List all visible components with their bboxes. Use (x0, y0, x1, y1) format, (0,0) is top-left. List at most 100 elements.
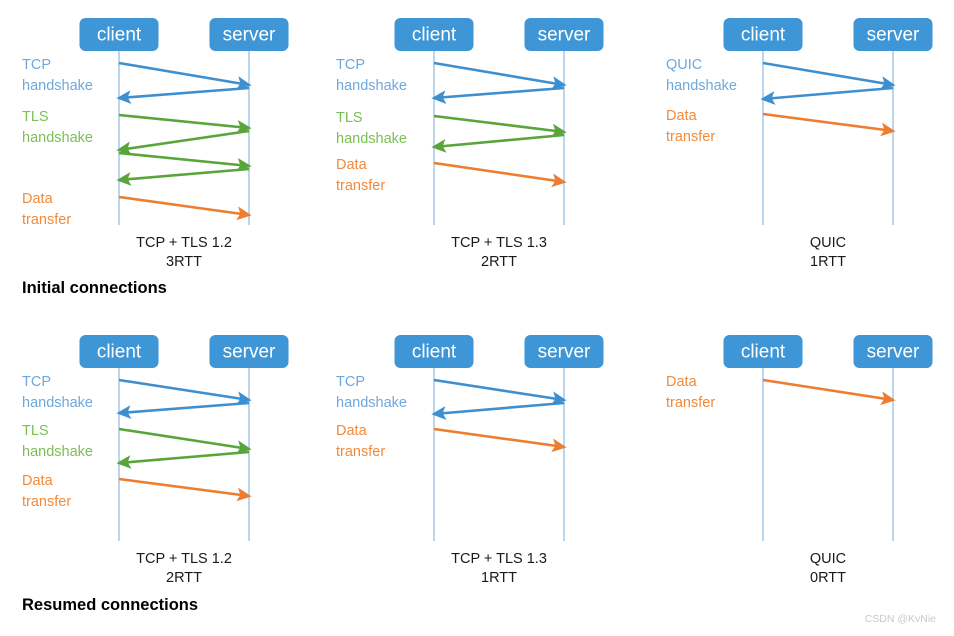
server-node-box: server (209, 335, 289, 368)
label-tcp-line2: handshake (336, 78, 407, 94)
server-node-label: server (867, 342, 920, 363)
label-tcp-group: TCP handshake (22, 374, 93, 411)
arrow-tcp-server-to-client (431, 401, 565, 420)
client-node-box: client (394, 335, 474, 368)
client-node-box: client (79, 335, 159, 368)
label-data-line2: transfer (22, 494, 71, 510)
group-labels-group: TCPhandshakeTLShandshakeDatatransferTCPh… (22, 57, 737, 510)
caption-protocol: TCP + TLS 1.3 (451, 235, 547, 251)
label-data-line1: Data (336, 423, 368, 439)
arrow-tcp-server-to-client (431, 86, 565, 104)
client-node-rect (79, 335, 159, 368)
caption-rtt: 3RTT (166, 254, 202, 270)
caption-rtt: 1RTT (481, 570, 517, 586)
label-data-group: Data transfer (22, 473, 71, 510)
server-node-box: server (853, 335, 933, 368)
arrow-data-client-to-server (118, 195, 252, 221)
caption-protocol: QUIC (810, 235, 846, 251)
client-node-label: client (97, 342, 142, 363)
label-data-line1: Data (22, 473, 54, 489)
arrow-tcp-client-to-server (118, 61, 252, 90)
label-data-group: Data transfer (666, 108, 715, 145)
arrow-tls-client-to-server (118, 427, 252, 454)
server-node-label: server (538, 25, 591, 46)
caption-protocol: TCP + TLS 1.2 (136, 235, 232, 251)
label-tcp-line2: handshake (336, 395, 407, 411)
arrow-quic-server-to-client (760, 86, 894, 105)
watermark-group: CSDN @KvNie (865, 613, 936, 625)
arrows-group (116, 61, 896, 502)
label-tls-line1: TLS (22, 423, 49, 439)
label-tcp-line1: TCP (22, 374, 51, 390)
arrow-tls-server-to-client (116, 450, 250, 469)
label-data-line1: Data (666, 108, 698, 124)
label-tls-line1: TLS (336, 110, 363, 126)
server-node-label: server (538, 342, 591, 363)
arrow-tls-server-to-client (116, 129, 250, 156)
label-data-line2: transfer (336, 444, 385, 460)
server-node-rect (524, 18, 604, 51)
caption-protocol: QUIC (810, 551, 846, 567)
label-tcp-group: TCP handshake (336, 57, 407, 94)
client-node-label: client (741, 342, 786, 363)
caption-rtt: 2RTT (166, 570, 202, 586)
label-data-line2: transfer (666, 129, 715, 145)
client-node-label: client (412, 342, 457, 363)
client-node-label: client (97, 25, 142, 46)
label-quic-group: QUIC handshake (666, 57, 737, 94)
arrow-tcp-server-to-client (116, 401, 250, 419)
label-quic-line2: handshake (666, 78, 737, 94)
watermark-text: CSDN @KvNie (865, 613, 936, 625)
label-tcp-line1: TCP (336, 57, 365, 73)
arrow-data-client-to-server (433, 161, 567, 188)
arrow-tls-client-to-server (118, 151, 252, 172)
client-node-label: client (412, 25, 457, 46)
client-node-box: client (394, 18, 474, 51)
label-quic-line1: QUIC (666, 57, 702, 73)
client-node-rect (394, 18, 474, 51)
server-node-box: server (853, 18, 933, 51)
label-tls-line2: handshake (22, 130, 93, 146)
label-data-line1: Data (336, 157, 368, 173)
arrow-tls-server-to-client (116, 167, 250, 186)
label-tcp-line2: handshake (22, 395, 93, 411)
caption-rtt: 2RTT (481, 254, 517, 270)
server-node-rect (853, 18, 933, 51)
server-node-box: server (209, 18, 289, 51)
arrow-tcp-client-to-server (433, 378, 567, 405)
server-node-rect (524, 335, 604, 368)
section-title-initial: Initial connections (22, 279, 167, 297)
label-data-group: Data transfer (336, 423, 385, 460)
label-tls-line2: handshake (336, 131, 407, 147)
arrow-tls-client-to-server (118, 113, 252, 134)
client-node-label: client (741, 25, 786, 46)
server-node-label: server (867, 25, 920, 46)
client-node-box: client (79, 18, 159, 51)
label-tls-line1: TLS (22, 109, 49, 125)
client-node-rect (79, 18, 159, 51)
label-tls-line2: handshake (22, 444, 93, 460)
arrow-tls-client-to-server (433, 114, 567, 138)
arrow-data-client-to-server (433, 427, 567, 453)
section-title-resumed: Resumed connections (22, 596, 198, 614)
arrow-tcp-client-to-server (433, 61, 567, 90)
label-tls-group: TLS handshake (336, 110, 407, 147)
arrow-data-client-to-server (118, 477, 252, 502)
label-tls-group: TLS handshake (22, 109, 93, 146)
arrow-tls-server-to-client (431, 133, 565, 153)
caption-protocol: TCP + TLS 1.2 (136, 551, 232, 567)
server-node-rect (853, 335, 933, 368)
label-data-line1: Data (22, 191, 54, 207)
client-node-rect (723, 335, 803, 368)
client-node-box: client (723, 335, 803, 368)
arrow-tcp-server-to-client (116, 86, 250, 104)
label-tcp-line1: TCP (336, 374, 365, 390)
arrow-quic-client-to-server (762, 61, 896, 90)
caption-rtt: 1RTT (810, 254, 846, 270)
